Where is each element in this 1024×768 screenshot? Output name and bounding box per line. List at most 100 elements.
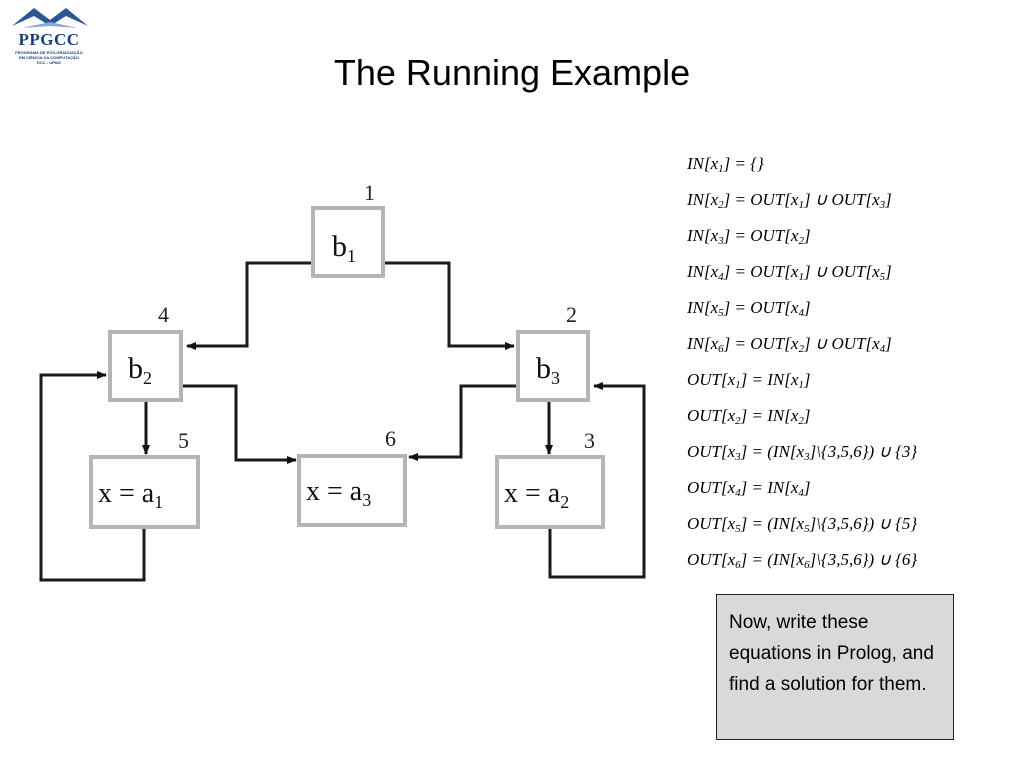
equation-line: OUT[x2] = IN[x2] [687,398,1017,434]
equation-line: OUT[x6] = (IN[x6]\{3,5,6}) ∪ {6} [687,542,1017,578]
edge-1-to-2 [383,261,515,350]
edge-1-to-4 [186,261,312,350]
equation-subscript: 5 [879,271,886,283]
equation-subscript: 6 [718,343,724,355]
equation-subscript: 4 [718,271,724,283]
node-x-a2-label: x = a2 [504,478,569,512]
equation-text: OUT[x [687,514,736,533]
equation-subscript: 1 [735,379,741,391]
node-x-a2: x = a2 3 [495,428,605,529]
equation-subscript: 4 [879,343,886,355]
equation-text: ] [803,298,811,317]
node-b2: b2 4 [108,302,183,402]
node-x-a3-number: 6 [385,426,396,451]
node-b2-label: b2 [128,352,152,388]
edge-2-to-6 [408,384,518,461]
ppgcc-logo: PPGCC PROGRAMA DE PÓS-GRADUAÇÃO EM CIÊNC… [4,4,94,66]
slide-title: The Running Example [333,52,691,93]
equation-subscript: 2 [798,343,804,355]
node-b3: b3 2 [516,302,590,402]
equation-subscript: 3 [804,451,810,463]
equation-text: ]\{3,5,6}) ∪ {5} [809,514,918,533]
control-flow-graph: b1 1 b2 4 b3 2 x = a1 5 x = a3 6 [39,180,646,582]
equation-text: OUT[x [687,370,736,389]
edge-5-to-4 [39,371,146,582]
equation-subscript: 3 [718,235,724,247]
edge-3-to-2 [548,382,646,579]
equation-subscript: 1 [798,379,804,391]
equation-subscript: 1 [798,199,804,211]
equation-text: ] [885,262,892,281]
equation-text: OUT[x [687,406,736,425]
equation-text: ] = IN[x [740,370,799,389]
node-b3-label: b3 [536,352,560,388]
equation-subscript: 6 [804,559,810,571]
equation-text: ] [803,406,811,425]
equation-text: ] = IN[x [740,478,799,497]
equation-text: ] ∪ OUT[x [803,334,880,353]
equation-subscript: 5 [735,523,741,535]
equation-text: IN[x [687,154,719,173]
equation-subscript: 2 [798,235,804,247]
equation-text: IN[x [687,298,719,317]
equation-text: ] ∪ OUT[x [803,262,880,281]
equation-subscript: 4 [798,307,804,319]
equation-line: IN[x3] = OUT[x2] [687,218,1017,254]
equation-line: IN[x1] = {} [687,146,1017,182]
equation-subscript: 1 [798,271,804,283]
equation-text: ] [885,190,892,209]
node-x-a3-label: x = a3 [306,476,371,510]
logo-wing-icon [12,8,88,28]
logo-line-1: PROGRAMA DE PÓS-GRADUAÇÃO [15,50,83,55]
node-x-a2-number: 3 [584,428,595,453]
exercise-note: Now, write these equations in Prolog, an… [716,594,954,740]
equation-text: OUT[x [687,550,736,569]
logo-name: PPGCC [18,30,80,49]
equation-line: IN[x5] = OUT[x4] [687,290,1017,326]
equation-text: ] [803,226,811,245]
node-x-a3: x = a3 6 [297,426,407,527]
node-x-a1-number: 5 [178,428,189,453]
equation-line: IN[x6] = OUT[x2] ∪ OUT[x4] [687,326,1017,362]
equation-text: ] [803,478,811,497]
equation-subscript: 2 [798,415,804,427]
equation-text: IN[x [687,334,719,353]
equation-text: ]\{3,5,6}) ∪ {3} [809,442,918,461]
equation-text: ] ∪ OUT[x [803,190,880,209]
equation-subscript: 4 [798,487,804,499]
node-b1: b1 1 [311,180,385,278]
equation-text: ] = OUT[x [723,226,799,245]
equation-subscript: 2 [735,415,741,427]
node-b1-label: b1 [332,230,356,266]
equation-line: OUT[x4] = IN[x4] [687,470,1017,506]
node-b3-number: 2 [566,302,577,327]
equation-text: ] [803,370,811,389]
node-b2-number: 4 [158,302,169,327]
equation-text: ] = OUT[x [723,262,799,281]
equation-subscript: 5 [804,523,810,535]
equation-text: ] = OUT[x [723,298,799,317]
equation-subscript: 1 [718,163,724,175]
equation-text: ] = (IN[x [740,514,805,533]
equation-text: IN[x [687,190,719,209]
node-x-a1-label: x = a1 [98,478,163,512]
equation-line: IN[x4] = OUT[x1] ∪ OUT[x5] [687,254,1017,290]
equation-text: ] = IN[x [740,406,799,425]
equation-text: ]\{3,5,6}) ∪ {6} [809,550,918,569]
equation-subscript: 4 [735,487,741,499]
equation-subscript: 3 [735,451,741,463]
logo-line-3: DCC - UFMG [37,60,61,65]
equation-text: ] = OUT[x [723,334,799,353]
equation-subscript: 3 [879,199,886,211]
equation-text: ] = (IN[x [740,550,805,569]
equation-subscript: 2 [718,199,724,211]
equation-line: OUT[x5] = (IN[x5]\{3,5,6}) ∪ {5} [687,506,1017,542]
equation-text: OUT[x [687,442,736,461]
equation-subscript: 6 [735,559,741,571]
logo-line-2: EM CIÊNCIA DA COMPUTAÇÃO [18,55,80,60]
edge-4-to-6 [181,384,297,464]
equation-text: ] [885,334,892,353]
equation-text: ] = {} [723,154,764,173]
equation-line: OUT[x3] = (IN[x3]\{3,5,6}) ∪ {3} [687,434,1017,470]
equation-text: IN[x [687,262,719,281]
